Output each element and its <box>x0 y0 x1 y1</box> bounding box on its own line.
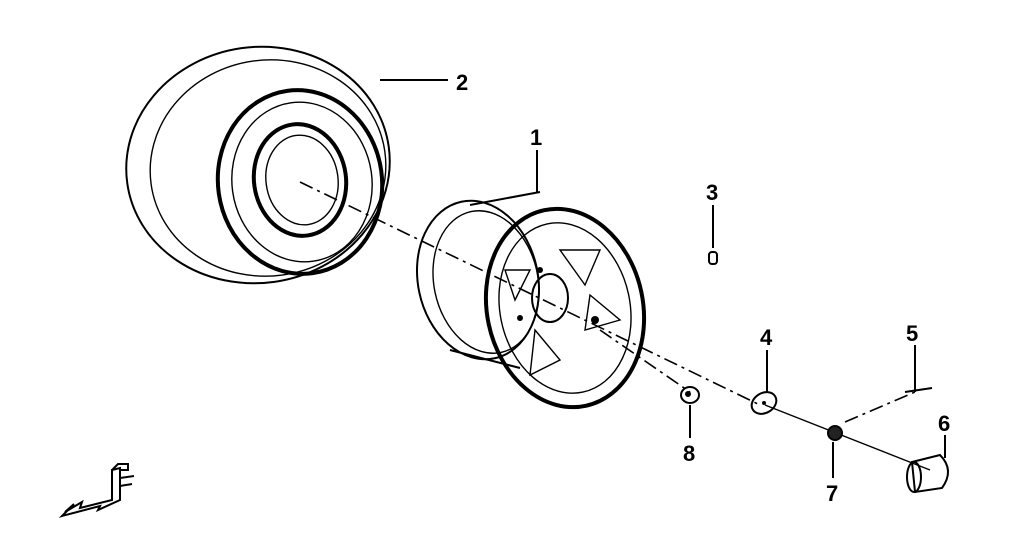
callout-5: 5 <box>906 321 918 346</box>
tire <box>125 45 391 285</box>
washer <box>750 391 778 415</box>
lug-nut <box>680 386 700 404</box>
wheel-rim <box>415 191 647 410</box>
front-direction-arrow-icon <box>58 463 135 518</box>
valve <box>708 251 718 265</box>
callout-2: 2 <box>456 70 468 95</box>
axis-line <box>299 181 761 406</box>
cotter-pin <box>904 387 933 393</box>
callout-7: 7 <box>826 481 838 506</box>
callout-6: 6 <box>938 411 950 436</box>
callout-3: 3 <box>706 180 718 205</box>
castle-nut <box>827 425 843 441</box>
callout-4: 4 <box>760 325 773 350</box>
hub-cap <box>906 453 949 494</box>
callout-1: 1 <box>530 125 542 150</box>
callout-8: 8 <box>683 441 695 466</box>
